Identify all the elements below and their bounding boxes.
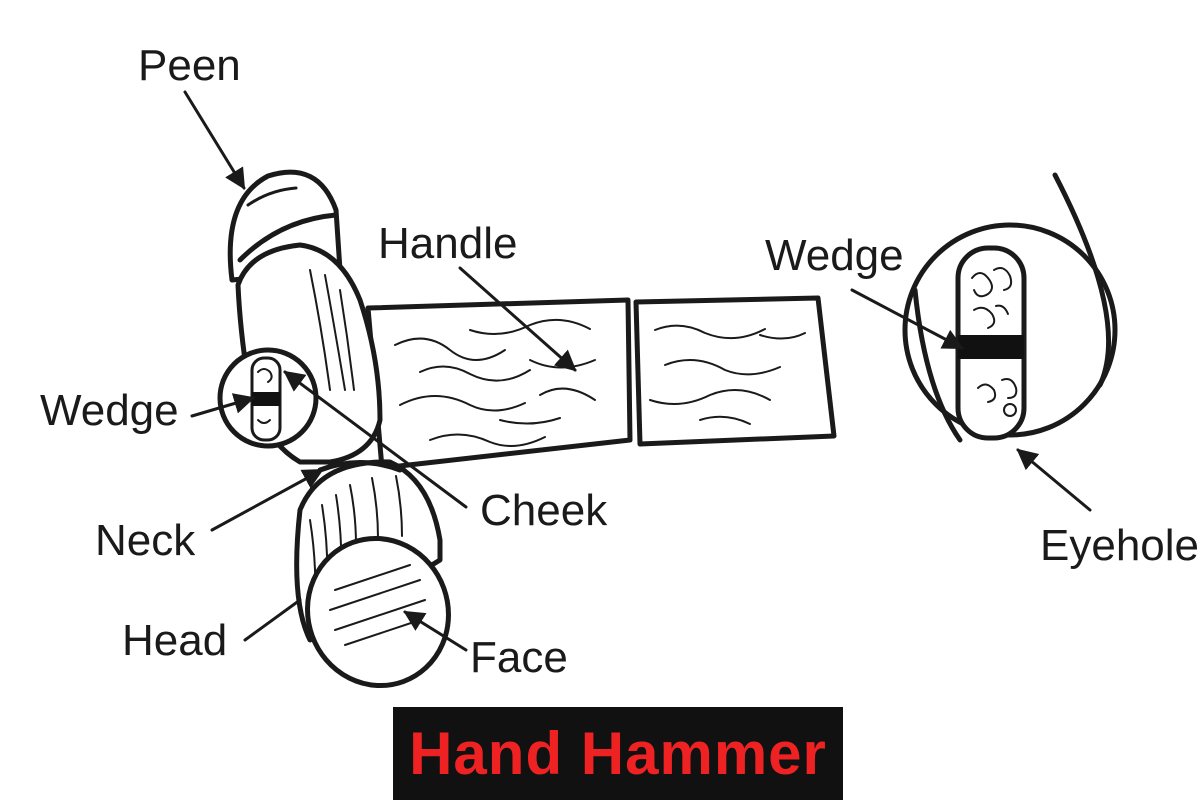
face-leader [403,610,468,652]
eye-circle-left [217,347,319,449]
handle-left-segment [365,297,633,471]
diagram-title: Hand Hammer [409,720,827,787]
eyehole-label: Eyehole [1040,521,1199,570]
title-banner: Hand Hammer [393,707,843,800]
labels: Peen Handle Wedge Wedge Neck Cheek Head … [40,41,1199,682]
peen-leader [183,90,246,190]
head-label: Head [122,616,227,665]
wedge-right-label: Wedge [765,231,904,280]
wedge-left-leader [190,393,256,418]
handle-leader [458,266,577,372]
face-label: Face [470,633,568,682]
hammer-face [305,535,451,689]
cheek-label: Cheek [480,486,608,535]
peen-label: Peen [138,41,241,90]
neck-leader [210,468,324,532]
neck-label: Neck [95,516,196,565]
wedge-right-leader [850,288,964,350]
handle-label: Handle [378,219,517,268]
handle-right-segment [633,295,837,447]
leader-lines [183,90,1092,652]
eye-circle-right [902,172,1118,443]
wedge-left-label: Wedge [40,386,179,435]
eyehole-leader [1016,448,1092,512]
head-leader [243,598,302,642]
cheek-leader [283,370,468,509]
